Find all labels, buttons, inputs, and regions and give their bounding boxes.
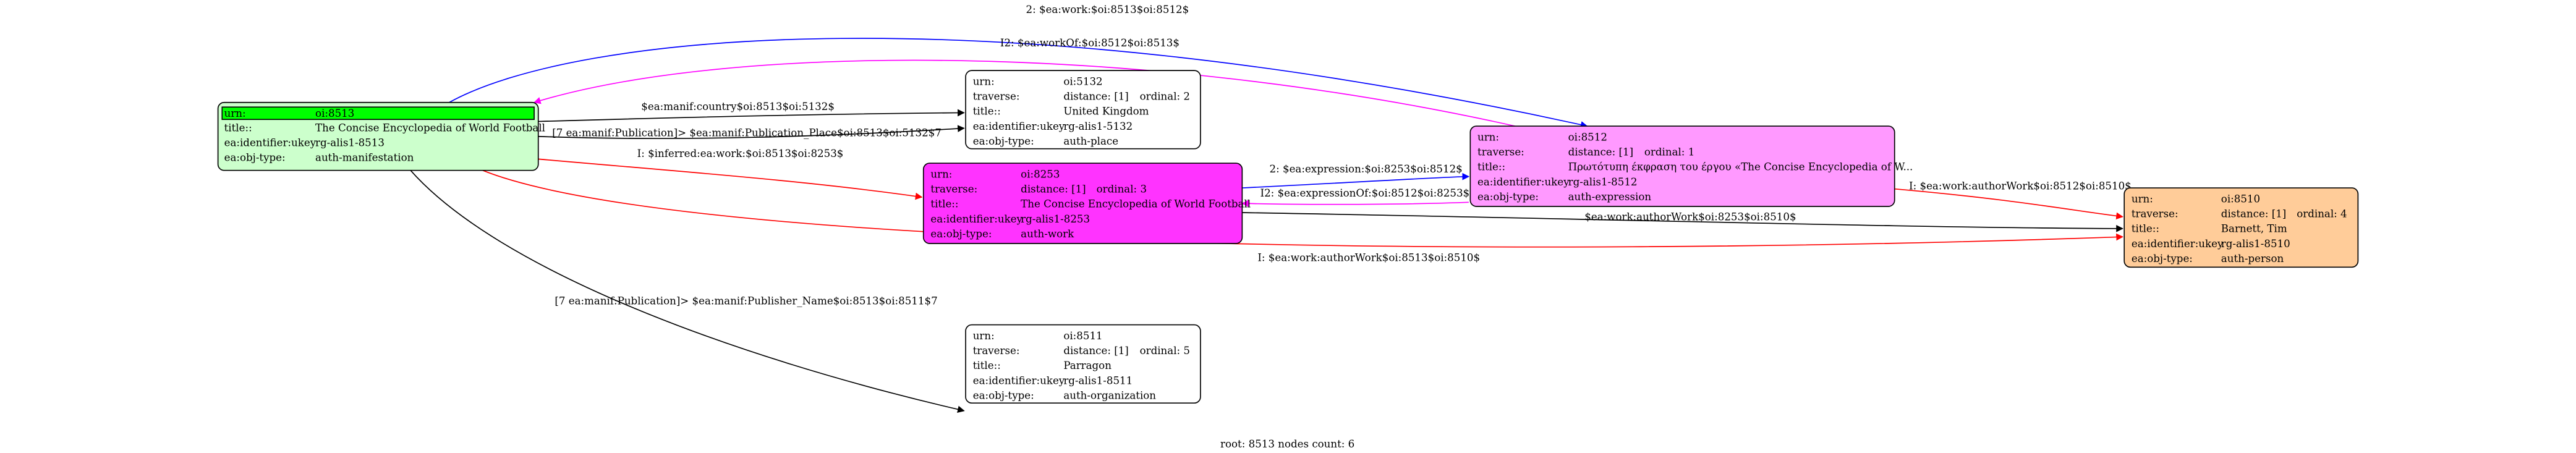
edge-publisher (410, 170, 965, 413)
edge-label-pubplace: [7 ea:manif:Publication]> $ea:manif:Publ… (552, 127, 942, 139)
node-8510-traverse-value: distance: [1] (2221, 208, 2286, 220)
node-8253-ukey-value: rg-alis1-8253 (1021, 213, 1090, 225)
node-8512-traverse-value: distance: [1] (1568, 146, 1633, 158)
edge-authorWork-8253 (1242, 212, 2123, 232)
node-8510-title-value: Barnett, Tim (2221, 223, 2287, 235)
edge-label-workOf: I2: $ea:workOf:$oi:8512$oi:8513$ (1000, 37, 1180, 49)
node-8511-type-label: ea:obj-type: (973, 390, 1034, 402)
edge-label-authorWork-8512: I: $ea:work:authorWork$oi:8512$oi:8510$ (1909, 180, 2132, 192)
edge-label-country: $ea:manif:country$oi:8513$oi:5132$ (641, 101, 835, 112)
node-8253-ordinal: ordinal: 3 (1097, 184, 1147, 195)
node-5132-box (965, 70, 1201, 150)
node-8512-traverse-label: traverse: (1477, 146, 1524, 158)
node-8513-urn-value: oi:8513 (315, 108, 354, 119)
node-8512-ukey-label: ea:identifier:ukey (1477, 176, 1570, 188)
edge-country (538, 109, 965, 122)
node-8253-type-label: ea:obj-type: (930, 228, 992, 240)
node-5132[interactable]: urn: oi:5132 traverse: distance: [1] ord… (965, 70, 1201, 150)
node-8512-type-label: ea:obj-type: (1477, 191, 1539, 203)
edge-authorWork-8512 (1894, 188, 2123, 220)
node-5132-traverse-value: distance: [1] (1063, 91, 1128, 103)
node-8253-urn-value: oi:8253 (1021, 168, 1060, 180)
node-8510-ukey-value: rg-alis1-8510 (2221, 238, 2290, 250)
edge-work (449, 38, 1588, 129)
node-5132-urn-label: urn: (973, 75, 995, 87)
node-5132-title-value: United Kingdom (1063, 106, 1149, 117)
node-8510-urn-value: oi:8510 (2221, 193, 2260, 205)
node-8513-urn-highlight (221, 106, 535, 121)
node-8512-title-label: title:: (1477, 161, 1505, 173)
node-8513-ukey-label: ea:identifier:ukey (224, 137, 317, 149)
node-8511-traverse-label: traverse: (973, 345, 1020, 357)
node-5132-urn-value: oi:5132 (1063, 75, 1102, 87)
edge-workOf (533, 59, 1516, 127)
node-8513-title-label: title:: (224, 122, 252, 133)
node-8510-box (2123, 187, 2359, 268)
node-5132-type-label: ea:obj-type: (973, 135, 1034, 147)
node-8510[interactable]: urn: oi:8510 traverse: distance: [1] ord… (2123, 187, 2359, 268)
node-5132-type-value: auth-place (1063, 135, 1118, 147)
node-5132-ordinal: ordinal: 2 (1140, 91, 1190, 103)
node-8512-urn-label: urn: (1477, 131, 1499, 143)
node-8511-ordinal: ordinal: 5 (1140, 345, 1190, 357)
node-8510-type-value: auth-person (2221, 253, 2284, 265)
node-8511-box (965, 324, 1201, 404)
edge-label-expressionOf: I2: $ea:expressionOf:$oi:8512$oi:8253$ (1260, 187, 1470, 199)
node-8511-title-label: title:: (973, 360, 1001, 371)
node-8511-title-value: Parragon (1063, 360, 1112, 371)
node-8512-title-value: Πρωτότυπη έκφραση του έργου «The Concise… (1568, 161, 1913, 173)
edge-label-expression: 2: $ea:expression:$oi:8253$oi:8512$ (1270, 163, 1463, 175)
edge-expression (1242, 172, 1470, 188)
node-8253-traverse-value: distance: [1] (1021, 184, 1086, 195)
edge-label-work: 2: $ea:work:$oi:8513$oi:8512$ (1026, 4, 1189, 15)
node-8512-ordinal: ordinal: 1 (1644, 146, 1694, 158)
node-8512-ukey-value: rg-alis1-8512 (1568, 176, 1638, 188)
node-8513-title-value: The Concise Encyclopedia of World Footba… (315, 122, 545, 133)
node-8510-ordinal: ordinal: 4 (2297, 208, 2347, 220)
node-5132-traverse-label: traverse: (973, 91, 1020, 103)
node-8511[interactable]: urn: oi:8511 traverse: distance: [1] ord… (965, 324, 1201, 404)
node-5132-title-label: title:: (973, 106, 1001, 117)
node-8511-ukey-label: ea:identifier:ukey (973, 375, 1065, 386)
node-8513-ukey-value: rg-alis1-8513 (315, 137, 385, 149)
edge-label-publisher: [7 ea:manif:Publication]> $ea:manif:Publ… (555, 295, 937, 307)
node-8512-urn-value: oi:8512 (1568, 131, 1607, 143)
edge-label-inferred: I: $inferred:ea:work:$oi:8513$oi:8253$ (637, 148, 844, 159)
node-8511-ukey-value: rg-alis1-8511 (1063, 375, 1133, 386)
edge-pubplace (538, 125, 965, 139)
node-8512[interactable]: urn: oi:8512 traverse: distance: [1] ord… (1469, 125, 1913, 207)
node-8253[interactable]: urn: oi:8253 traverse: distance: [1] ord… (922, 163, 1251, 244)
node-8510-urn-label: urn: (2132, 193, 2153, 205)
node-8253-traverse-label: traverse: (930, 184, 977, 195)
node-8510-ukey-label: ea:identifier:ukey (2132, 238, 2224, 250)
node-5132-ukey-value: rg-alis1-5132 (1063, 121, 1133, 132)
edges: 2: $ea:work:$oi:8513$oi:8512$ I2: $ea:wo… (410, 4, 2132, 413)
node-8513-type-value: auth-manifestation (315, 152, 414, 164)
node-8512-box (1469, 125, 1895, 207)
node-5132-ukey-label: ea:identifier:ukey (973, 121, 1065, 132)
node-8511-type-value: auth-organization (1063, 390, 1156, 402)
node-8513-type-label: ea:obj-type: (224, 152, 286, 164)
edge-inferred (538, 158, 923, 200)
node-8510-traverse-label: traverse: (2132, 208, 2179, 220)
node-8253-type-value: auth-work (1021, 228, 1074, 240)
node-8253-ukey-label: ea:identifier:ukey (930, 213, 1022, 225)
node-8510-type-label: ea:obj-type: (2132, 253, 2193, 265)
node-8253-title-value: The Concise Encyclopedia of World Footba… (1021, 198, 1251, 210)
node-8512-type-value: auth-expression (1568, 191, 1652, 203)
node-8513[interactable]: urn: oi:8513 title:: The Concise Encyclo… (217, 101, 545, 171)
node-8511-urn-value: oi:8511 (1063, 330, 1102, 342)
node-8253-title-label: title:: (930, 198, 958, 210)
edge-label-authorWork-8253: $ea:work:authorWork$oi:8253$oi:8510$ (1584, 211, 1796, 223)
node-8511-urn-label: urn: (973, 330, 995, 342)
edge-label-authorWork-8513: I: $ea:work:authorWork$oi:8513$oi:8510$ (1257, 252, 1480, 263)
node-8253-box (922, 163, 1243, 244)
edge-expressionOf (1241, 200, 1469, 208)
node-8253-urn-label: urn: (930, 168, 952, 180)
node-8511-traverse-value: distance: [1] (1063, 345, 1128, 357)
node-8513-urn-label: urn: (224, 108, 246, 119)
node-8510-title-label: title:: (2132, 223, 2159, 235)
graph-caption: root: 8513 nodes count: 6 (1220, 438, 1354, 450)
